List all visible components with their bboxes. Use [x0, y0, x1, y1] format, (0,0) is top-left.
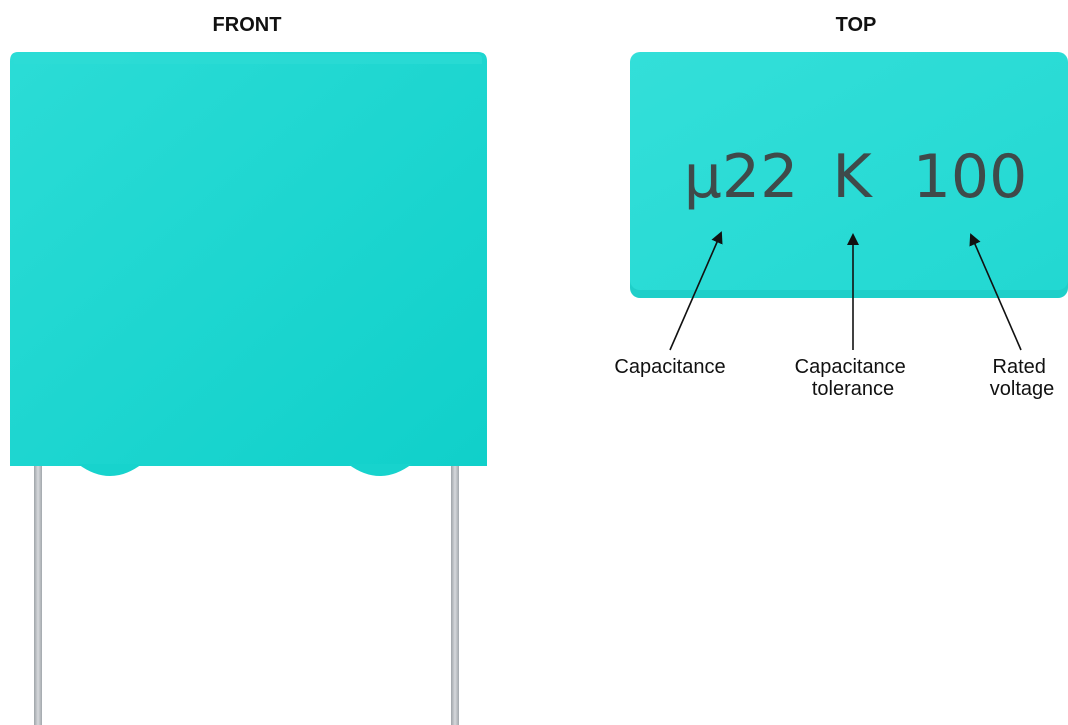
top-view: µ22 K 100 [630, 52, 1068, 298]
front-view [10, 52, 487, 725]
body-top-edge [14, 54, 482, 64]
voltage-label-line2: voltage [990, 378, 1055, 400]
tolerance-label-line2: tolerance [812, 378, 894, 400]
top-body [630, 52, 1068, 290]
front-view-title: FRONT [213, 14, 282, 36]
voltage-arrow [969, 233, 1022, 351]
capacitance-arrow [669, 231, 723, 351]
tolerance-code: K [832, 142, 873, 212]
left-mold-bump [78, 464, 142, 476]
left-lead [34, 466, 42, 725]
right-mold-bump [348, 464, 412, 476]
voltage-code: 100 [913, 142, 1028, 212]
capacitance-code: µ22 [684, 142, 799, 212]
tolerance-label: Capacitance tolerance [795, 356, 912, 400]
voltage-label-line1: Rated [993, 356, 1046, 378]
voltage-label: Rated voltage [990, 356, 1055, 400]
right-lead [451, 466, 459, 725]
capacitor-body [10, 52, 487, 466]
tolerance-label-line1: Capacitance [795, 356, 906, 378]
capacitance-label: Capacitance [614, 356, 725, 378]
capacitance-label-line1: Capacitance [614, 356, 725, 378]
top-view-title: TOP [836, 14, 877, 36]
